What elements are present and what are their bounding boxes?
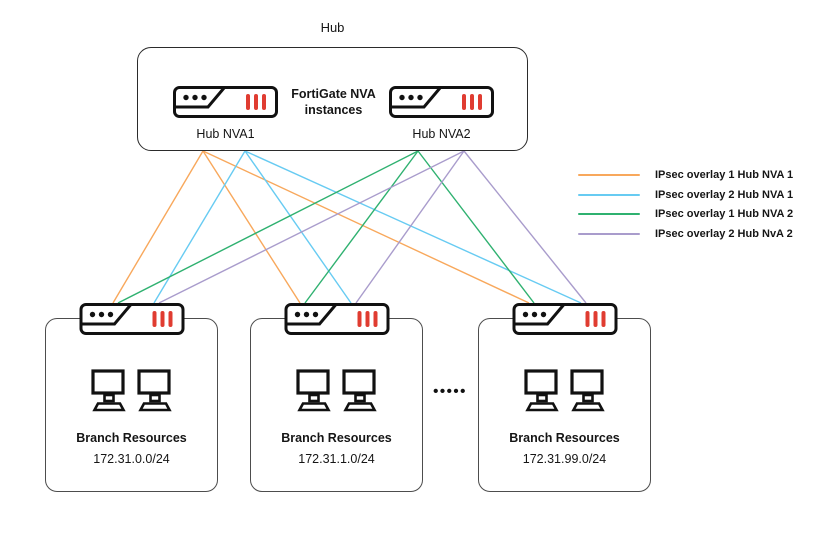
fortigate-nva-icon (512, 303, 617, 335)
branch-workstations (46, 369, 217, 413)
ipsec-overlay-line (244, 150, 582, 304)
ipsec-overlay-line (117, 150, 419, 304)
ipsec-overlay-line (202, 150, 530, 304)
fortigate-nva-icon (173, 86, 278, 118)
branch-subnet: 172.31.99.0/24 (522, 452, 607, 466)
computer-monitor-icon (342, 369, 378, 413)
computer-monitor-icon (296, 369, 332, 413)
branch-workstations (479, 369, 650, 413)
legend-row: IPsec overlay 1 Hub NVA 2 (578, 208, 793, 221)
branch-box-2: Branch Resources 172.31.1.0/24 (250, 318, 423, 492)
fortigate-nva-icon (79, 303, 184, 335)
legend-line-swatch (578, 213, 640, 216)
ipsec-overlay-line (463, 150, 587, 304)
ipsec-overlay-line (153, 150, 246, 304)
branch-name: Branch Resources (281, 431, 392, 445)
branch-subnet: 172.31.0.0/24 (93, 452, 170, 466)
ipsec-overlay-line (304, 150, 419, 304)
computer-monitor-icon (137, 369, 173, 413)
fortigate-nva-line2: instances (304, 103, 363, 117)
legend: IPsec overlay 1 Hub NVA 1 IPsec overlay … (578, 169, 793, 240)
branch-subnet: 172.31.1.0/24 (298, 452, 375, 466)
hub-nva2: Hub NVA2 (389, 86, 494, 141)
legend-row: IPsec overlay 1 Hub NVA 1 (578, 169, 793, 182)
ipsec-overlay-line (417, 150, 535, 304)
legend-line-swatch (578, 232, 640, 235)
legend-row: IPsec overlay 2 Hub NvA 2 (578, 228, 793, 241)
fortigate-nva-icon (389, 86, 494, 118)
legend-label: IPsec overlay 2 Hub NVA 1 (655, 188, 794, 201)
legend-label: IPsec overlay 2 Hub NvA 2 (655, 227, 793, 240)
legend-row: IPsec overlay 2 Hub NVA 1 (578, 189, 793, 202)
ipsec-overlay-line (355, 150, 465, 304)
more-branches-ellipsis: ••••• (433, 383, 467, 400)
ipsec-overlay-line (158, 150, 465, 304)
ipsec-overlay-line (244, 150, 352, 304)
hub-nva1: Hub NVA1 (173, 86, 278, 141)
computer-monitor-icon (91, 369, 127, 413)
computer-monitor-icon (524, 369, 560, 413)
fortigate-nva-instances-label: FortiGate NVA instances (278, 85, 389, 119)
hub-box: Hub NVA1 FortiGate NVA instances Hub NVA… (137, 47, 528, 151)
branch-name: Branch Resources (509, 431, 620, 445)
hub-nva2-label: Hub NVA2 (412, 127, 471, 141)
ipsec-overlay-line (112, 150, 204, 304)
branch-box-1: Branch Resources 172.31.0.0/24 (45, 318, 218, 492)
fortigate-nva-icon (284, 303, 389, 335)
hub-title: Hub (320, 20, 345, 35)
legend-label: IPsec overlay 1 Hub NVA 1 (655, 169, 794, 182)
branch-box-3: Branch Resources 172.31.99.0/24 (478, 318, 651, 492)
legend-label: IPsec overlay 1 Hub NVA 2 (655, 208, 794, 221)
legend-line-swatch (578, 174, 640, 177)
legend-line-swatch (578, 193, 640, 196)
fortigate-nva-line1: FortiGate NVA (291, 86, 376, 101)
ipsec-overlay-line (202, 150, 301, 304)
hub-nva1-label: Hub NVA1 (196, 127, 255, 141)
branch-name: Branch Resources (76, 431, 187, 445)
computer-monitor-icon (570, 369, 606, 413)
branch-workstations (251, 369, 422, 413)
